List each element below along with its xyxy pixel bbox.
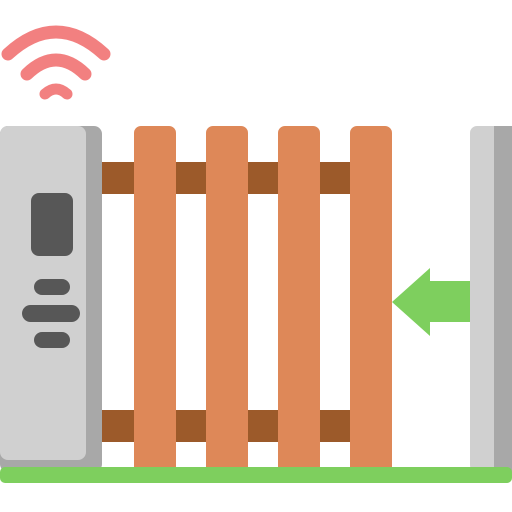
picket: [350, 126, 392, 474]
end-post-shade: [494, 126, 512, 472]
picket: [134, 126, 176, 474]
speaker-slot-top: [34, 279, 70, 295]
grass-strip: [0, 467, 512, 483]
wifi-outer-arc: [1, 25, 111, 61]
picket: [206, 126, 248, 474]
control-screen: [31, 193, 73, 256]
wifi-signal-icon: [1, 25, 111, 100]
gate-end-post: [470, 126, 512, 472]
wooden-picket-gate: [100, 126, 392, 474]
wifi-middle-arc: [20, 53, 92, 81]
arrow-shape: [392, 268, 470, 336]
wifi-inner-arc: [39, 83, 73, 100]
speaker-slot-bottom: [34, 332, 70, 348]
left-arrow-icon: [392, 268, 470, 336]
picket: [278, 126, 320, 474]
speaker-slot-middle: [22, 305, 80, 322]
gate-control-post: [0, 126, 102, 472]
